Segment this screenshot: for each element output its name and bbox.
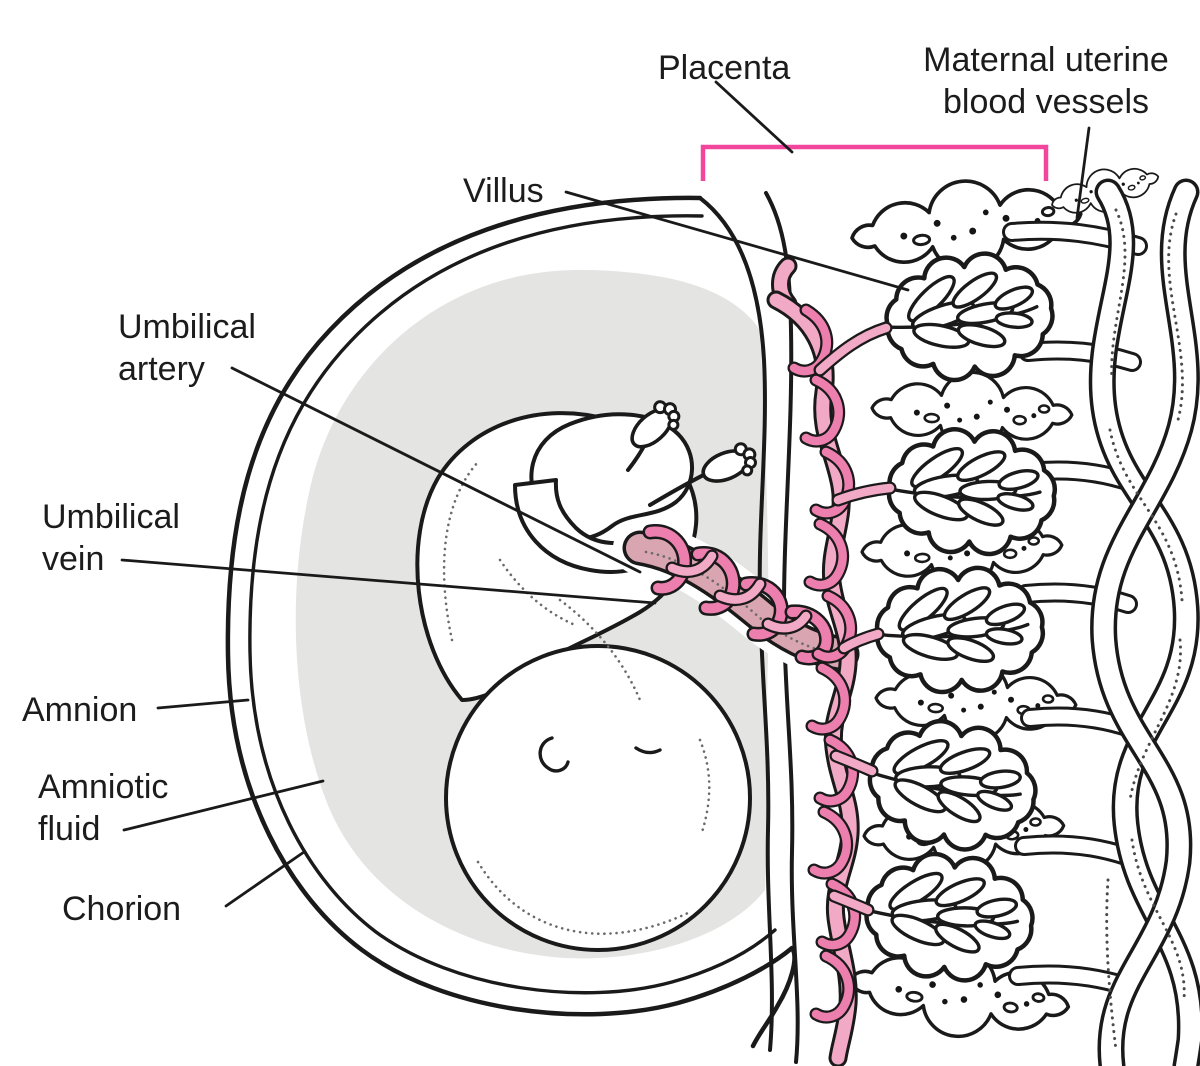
leader-lines (120, 80, 1091, 908)
villus-shape (881, 247, 1058, 386)
chorion-membrane (225, 195, 797, 1049)
placenta-leader-line (714, 80, 794, 154)
label-umbilical-vein: Umbilical vein (42, 498, 180, 578)
fetus-ear (538, 736, 570, 773)
umbilical-artery-vessel (642, 524, 835, 666)
placenta-bracket (700, 144, 1049, 181)
chorionic-trunk-vessels (766, 256, 897, 1066)
maternal-uterine-vessels (1088, 178, 1200, 1066)
villus-shape (875, 566, 1045, 695)
label-chorion: Chorion (62, 890, 182, 928)
label-placenta: Placenta (658, 49, 791, 87)
label-umbilical-artery: Umbilical artery (118, 308, 256, 388)
label-maternal-uterine-blood-vessels: Maternal uterine blood vessels (923, 41, 1169, 121)
fetus-head (444, 644, 752, 952)
label-amniotic-fluid: Amniotic fluid (38, 768, 169, 848)
fetus-eye (634, 746, 662, 755)
amniotic-fluid-leader-line (122, 779, 325, 832)
umbilical-artery-leader-line (230, 366, 642, 574)
villus-leader-line (564, 190, 910, 292)
villus-branch-vessels (813, 321, 897, 917)
umbilical-vein-leader-line (120, 558, 657, 605)
label-villus: Villus (463, 172, 544, 210)
chorion-leader-line (224, 850, 306, 908)
label-amnion: Amnion (22, 691, 138, 729)
amnion-leader-line (156, 698, 250, 710)
amnion-membrane (248, 214, 777, 995)
maternal-vessels-leader-line (1075, 126, 1091, 220)
